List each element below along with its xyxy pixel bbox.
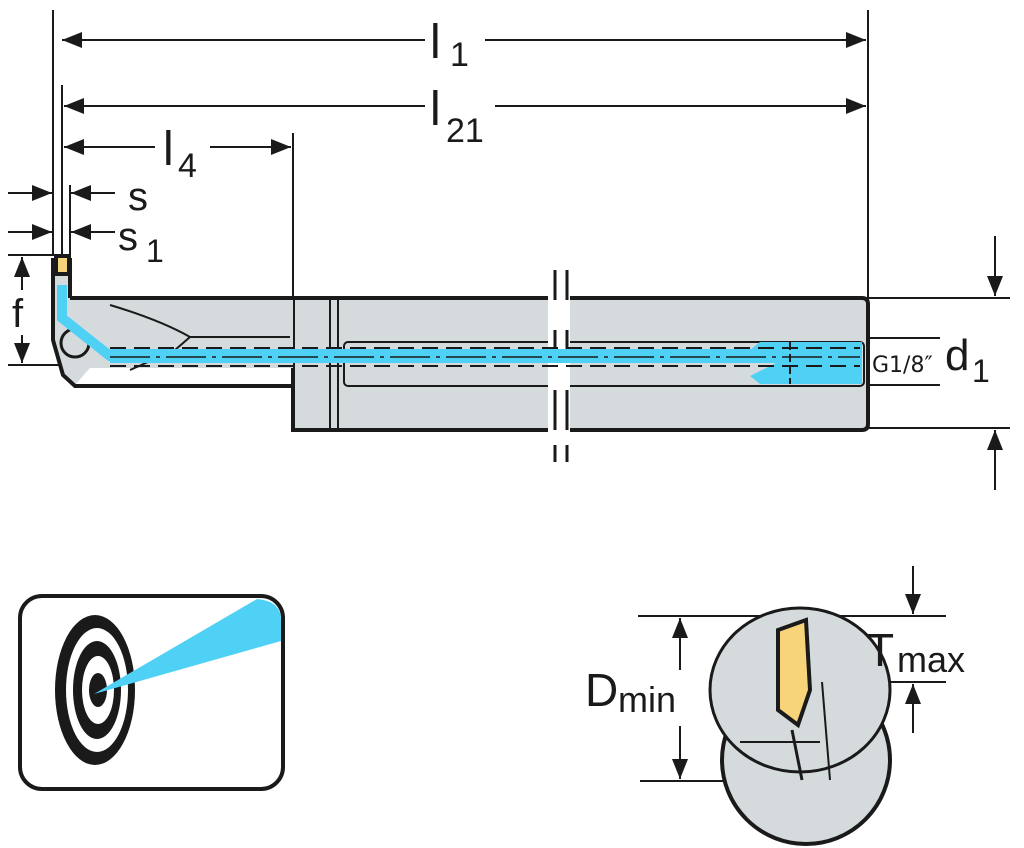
label-f: f bbox=[12, 292, 24, 336]
coolant-target-icon bbox=[18, 594, 285, 791]
label-dmin-base: D bbox=[585, 664, 618, 716]
dimension-lines bbox=[8, 32, 1003, 490]
min-bore-section: D min T max bbox=[585, 566, 965, 846]
label-s1-base: s bbox=[118, 215, 138, 259]
label-d1-base: d bbox=[945, 331, 969, 380]
label-dmin-sub: min bbox=[618, 679, 676, 720]
label-l21-base: l bbox=[430, 83, 441, 136]
label-l21-sub: 21 bbox=[446, 112, 484, 150]
coolant-channel bbox=[57, 285, 862, 384]
label-d1-sub: 1 bbox=[972, 353, 990, 389]
dimension-labels: l 1 l 21 l 4 s s 1 f d 1 G1/8″ bbox=[12, 16, 990, 389]
extension-lines bbox=[8, 10, 1010, 429]
label-tmax-base: T bbox=[866, 624, 894, 676]
label-l4-base: l bbox=[163, 123, 174, 176]
label-s1-sub: 1 bbox=[146, 233, 164, 269]
label-l1-base: l bbox=[430, 16, 441, 69]
coolant-thread-label: G1/8″ bbox=[872, 353, 933, 378]
label-l1-sub: 1 bbox=[450, 36, 469, 74]
label-tmax-sub: max bbox=[897, 639, 965, 680]
label-l4-sub: 4 bbox=[178, 147, 197, 185]
insert bbox=[54, 254, 71, 276]
label-s-base: s bbox=[128, 175, 148, 219]
